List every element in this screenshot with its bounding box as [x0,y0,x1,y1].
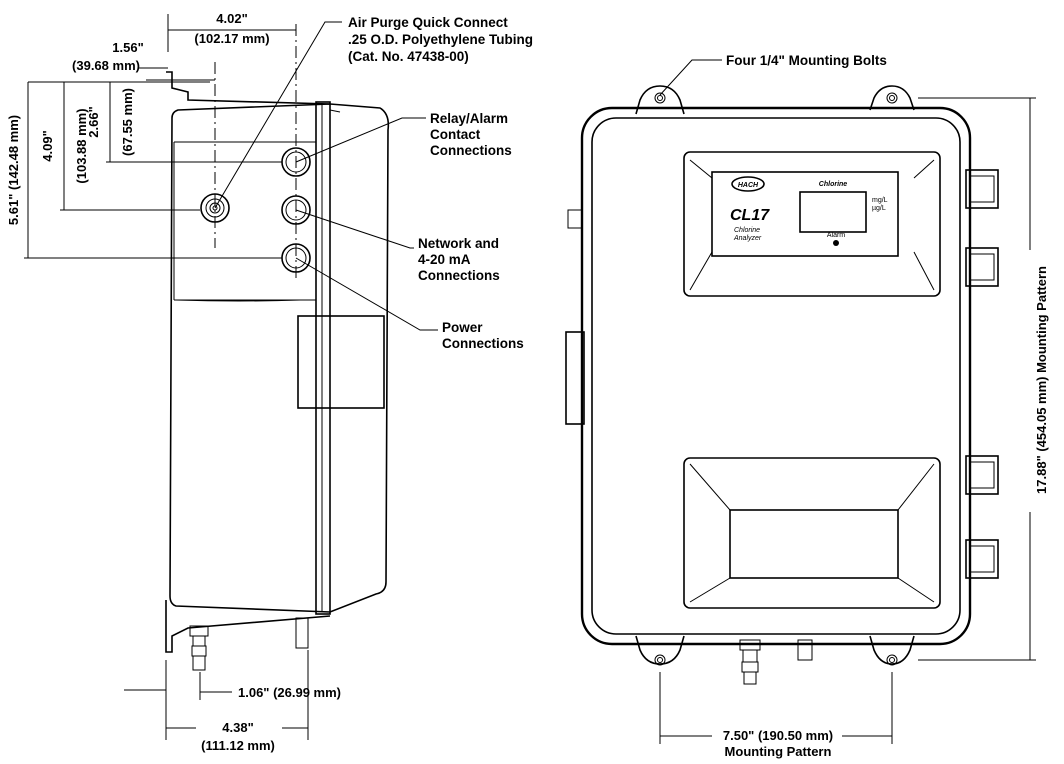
dim-1-56-mm: (39.68 mm) [72,58,140,73]
front-dimension-lines [659,97,1036,744]
dim-2-66: 2.66" [86,106,101,137]
dim-4-02-mm: (102.17 mm) [194,31,269,46]
callout-relay-line-1: Relay/Alarm [430,111,508,126]
lower-window [683,457,941,609]
brand-text: HACH [738,182,759,189]
front-bottom-fittings [739,639,813,685]
callout-air-purge-line-2: .25 O.D. Polyethylene Tubing [348,32,533,47]
model-text: CL17 [730,207,770,224]
unit-ugl: µg/L [872,205,886,212]
dim-5-61: 5.61" (142.48 mm) [6,115,21,225]
callout-network-line-2: 4-20 mA [418,252,471,267]
side-view [165,24,390,671]
callout-air-purge-line-3: (Cat. No. 47438-00) [348,49,469,64]
callout-relay-line-3: Connections [430,143,512,158]
side-dimension-lines [24,14,309,740]
callout-air-purge-title: Air Purge Quick Connect [348,15,508,30]
dim-7-50: 7.50" (190.50 mm) [723,728,833,743]
dim-4-09-mm: (103.88 mm) [74,108,89,183]
product-line-2: Analyzer [733,235,762,242]
latches [965,169,999,579]
callout-relay-line-2: Contact [430,127,481,142]
bottom-fitting-right [295,617,309,649]
dim-1-56: 1.56" [112,40,143,55]
dim-4-38: 4.38" [222,720,253,735]
callout-mounting-bolts: Four 1/4" Mounting Bolts [726,53,887,68]
product-line-1: Chlorine [734,227,760,234]
front-dimension-labels: 7.50" (190.50 mm) Mounting Pattern 17.88… [723,266,1049,759]
dim-4-02: 4.02" [216,11,247,26]
callout-power-line-1: Power [442,320,483,335]
alarm-led [833,240,839,246]
callout-leaders [214,21,722,331]
hach-logo [731,176,765,192]
dim-7-50-label: Mounting Pattern [725,744,832,759]
dim-4-09: 4.09" [40,130,55,161]
dim-17-88: 17.88" (454.05 mm) Mounting Pattern [1034,266,1049,494]
callout-power-line-2: Connections [442,336,524,351]
alarm-label: Alarm [827,232,845,239]
bottom-fitting-left [189,625,209,671]
lcd-display [799,191,867,233]
display-title: Chlorine [819,181,847,188]
callout-network-line-1: Network and [418,236,499,251]
dim-2-66-mm: (67.55 mm) [120,88,135,156]
callout-labels: Air Purge Quick Connect .25 O.D. Polyeth… [348,15,887,351]
front-view: HACH CL17 Chlorine Analyzer Chlorine mg/… [565,85,999,685]
callout-network-line-3: Connections [418,268,500,283]
unit-mgl: mg/L [872,197,888,204]
dim-4-38-mm: (111.12 mm) [201,738,275,753]
dim-1-06: 1.06" (26.99 mm) [238,685,341,700]
upper-window: HACH CL17 Chlorine Analyzer Chlorine mg/… [683,151,941,297]
side-dimension-labels: 4.02" (102.17 mm) 1.56" (39.68 mm) 2.66"… [6,11,341,753]
